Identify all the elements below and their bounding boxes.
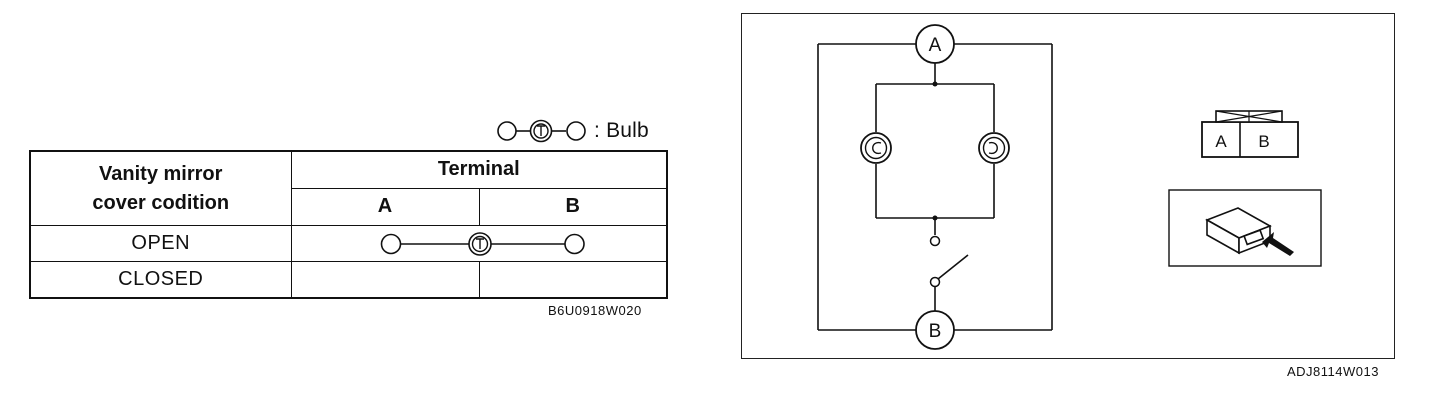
table-row: CLOSED xyxy=(29,261,668,299)
bulb-legend: : Bulb xyxy=(496,117,649,145)
open-continuity-cell xyxy=(290,224,668,263)
connector-a-label: A xyxy=(1215,132,1227,151)
wiring-diagram-frame: A B A B xyxy=(741,13,1395,359)
continuity-path xyxy=(380,232,585,256)
outer-circuit xyxy=(817,43,1053,331)
connector-view-box xyxy=(1168,189,1322,267)
legend-label: : Bulb xyxy=(594,119,649,142)
bulb-icon xyxy=(978,132,1010,164)
continuity-table-panel: : Bulb Vanity mirror cover codition Term… xyxy=(29,117,668,318)
terminal-continuity-table: Vanity mirror cover codition Terminal A … xyxy=(29,150,668,299)
figure-code-right: ADJ8114W013 xyxy=(1287,364,1379,379)
condition-header: Vanity mirror cover codition xyxy=(29,150,292,226)
figure-code-left: B6U0918W020 xyxy=(548,303,642,318)
state-open: OPEN xyxy=(29,224,292,263)
bulb-icon xyxy=(860,132,892,164)
terminal-a-circle: A xyxy=(915,24,955,64)
connector-face: A B xyxy=(1201,110,1299,158)
condition-header-line2: cover codition xyxy=(92,191,230,214)
terminal-b-node xyxy=(563,233,585,255)
table-row: OPEN xyxy=(29,224,668,263)
wiring-diagram: A B A B xyxy=(817,24,1322,350)
condition-header-line1: Vanity mirror xyxy=(99,162,223,185)
junction-dot xyxy=(932,81,938,87)
state-closed: CLOSED xyxy=(29,261,292,299)
closed-a-cell xyxy=(290,261,480,299)
terminal-a-label: A xyxy=(929,35,942,56)
terminal-a-header: A xyxy=(290,187,480,227)
junction-dot xyxy=(932,215,938,221)
closed-b-cell xyxy=(478,261,668,299)
terminal-b-label: B xyxy=(929,321,942,342)
bulb-symbol-icon xyxy=(497,119,586,143)
terminal-a-node xyxy=(380,233,401,255)
mirror-cover-switch xyxy=(929,235,969,311)
terminal-b-header: B xyxy=(478,187,668,227)
terminal-b-circle: B xyxy=(915,310,955,350)
connector-isometric-icon xyxy=(1205,207,1272,255)
connector-b-label: B xyxy=(1258,132,1269,151)
insertion-arrow-icon xyxy=(1262,232,1294,256)
terminal-header: Terminal xyxy=(290,150,668,189)
bulb-branch xyxy=(875,63,995,235)
